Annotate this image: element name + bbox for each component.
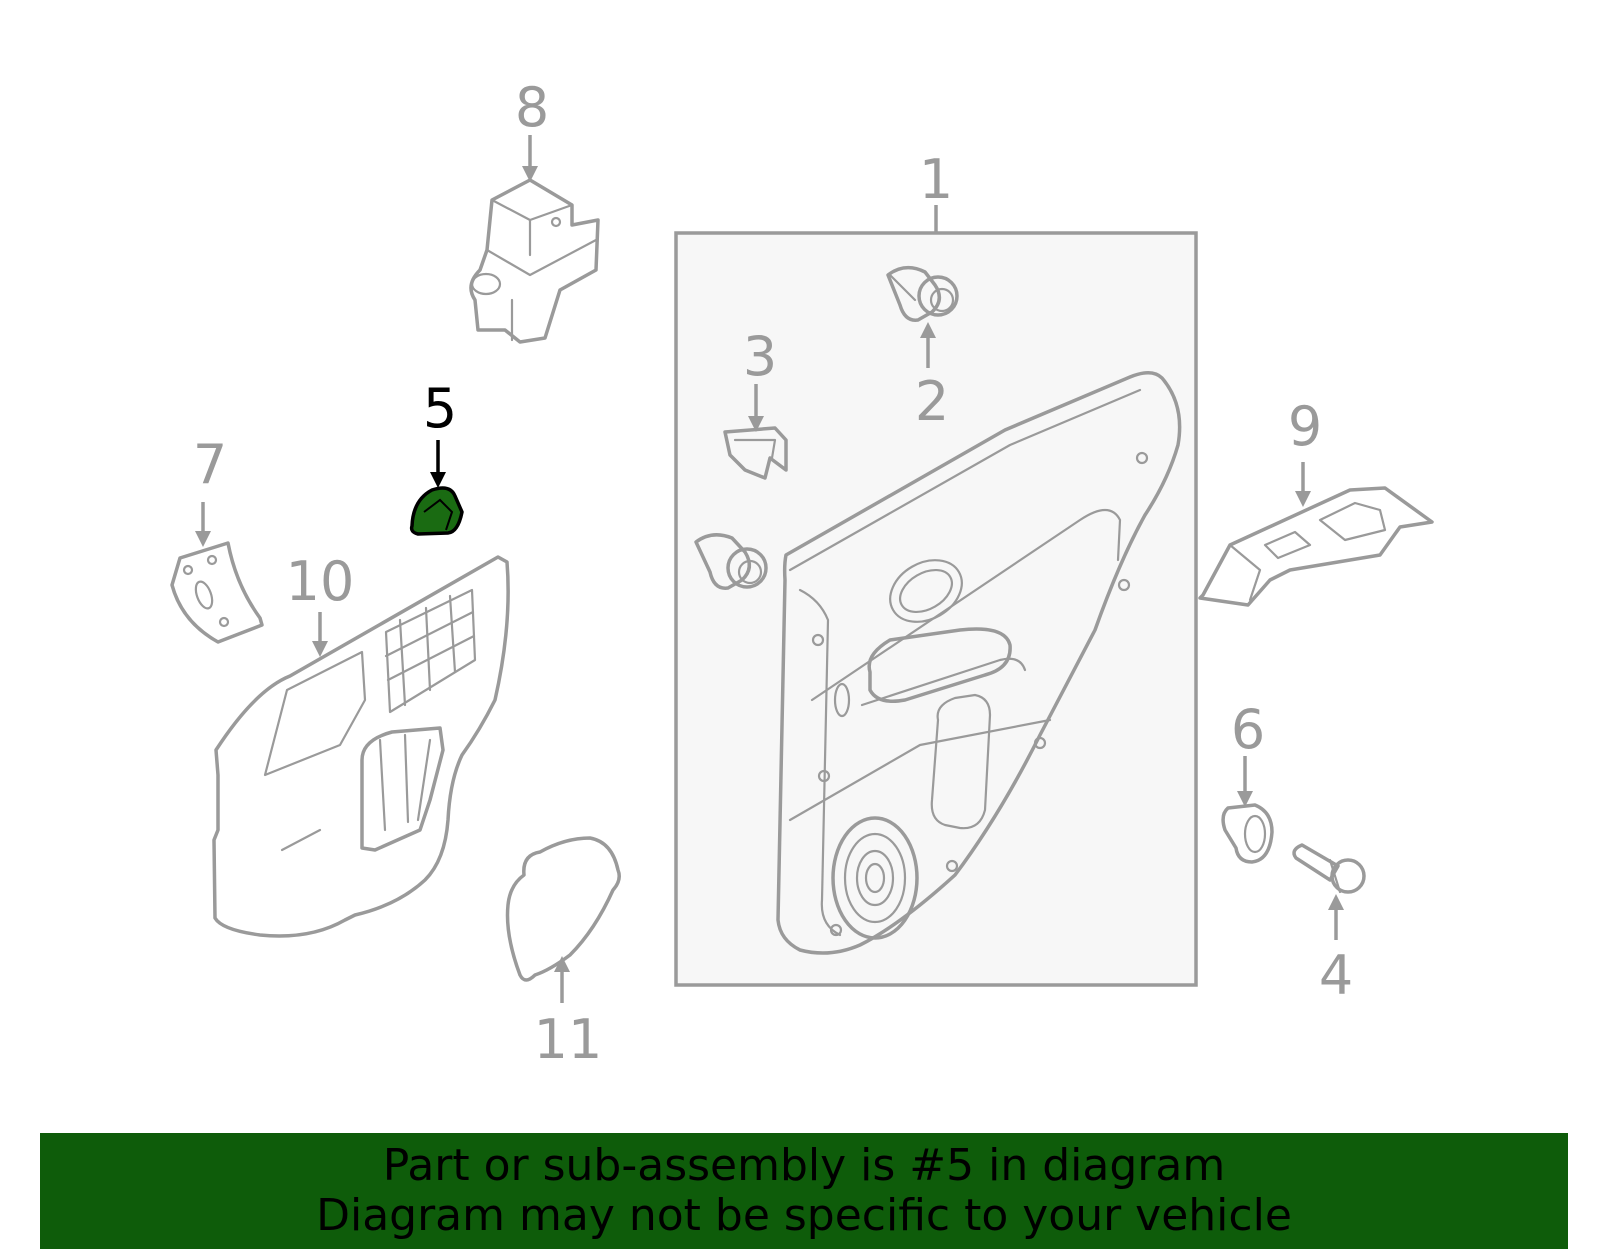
part-7-bracket[interactable] xyxy=(170,541,264,644)
part-2-clip[interactable] xyxy=(886,265,959,322)
part-10-door-panel-inner[interactable] xyxy=(212,555,510,938)
callout-8-arrowhead xyxy=(522,166,538,182)
callout-4-arrowhead xyxy=(1328,894,1344,910)
part-9-switch-bezel[interactable] xyxy=(1198,486,1434,607)
part-1-door-trim-panel[interactable] xyxy=(776,371,1182,955)
part-11-cover[interactable] xyxy=(505,836,621,982)
callout-5[interactable]: 5 xyxy=(423,377,457,440)
callout-5-arrowhead xyxy=(430,472,446,488)
callout-10-arrowhead xyxy=(312,641,328,657)
callout-3-arrowhead xyxy=(748,416,764,432)
part-4-screw[interactable] xyxy=(1292,843,1366,894)
callout-8[interactable]: 8 xyxy=(515,76,549,139)
info-banner: Part or sub-assembly is #5 in diagram Di… xyxy=(40,1133,1568,1249)
callout-2-arrowhead xyxy=(920,322,936,338)
callout-1[interactable]: 1 xyxy=(919,148,953,211)
callout-7[interactable]: 7 xyxy=(193,433,227,496)
callout-9[interactable]: 9 xyxy=(1288,395,1322,458)
callout-2[interactable]: 2 xyxy=(915,370,949,433)
part-2-clip-second[interactable] xyxy=(694,533,768,590)
banner-line-2: Diagram may not be specific to your vehi… xyxy=(316,1190,1292,1241)
assembly-box xyxy=(674,231,1198,987)
callout-3[interactable]: 3 xyxy=(743,325,777,388)
callout-7-arrowhead xyxy=(195,531,211,547)
banner-line-1: Part or sub-assembly is #5 in diagram xyxy=(382,1140,1226,1191)
callout-11-arrowhead xyxy=(554,956,570,972)
callout-11[interactable]: 11 xyxy=(534,1008,603,1071)
part-6-grommet[interactable] xyxy=(1221,803,1274,864)
part-8-window-switch[interactable] xyxy=(469,178,600,344)
part-3-bracket[interactable] xyxy=(723,426,788,480)
callout-6-arrowhead xyxy=(1237,791,1253,807)
callout-6[interactable]: 6 xyxy=(1231,698,1265,761)
callout-10[interactable]: 10 xyxy=(286,550,355,613)
callout-9-arrowhead xyxy=(1295,491,1311,507)
callout-4[interactable]: 4 xyxy=(1319,944,1353,1007)
part-5-cap[interactable] xyxy=(409,486,464,536)
